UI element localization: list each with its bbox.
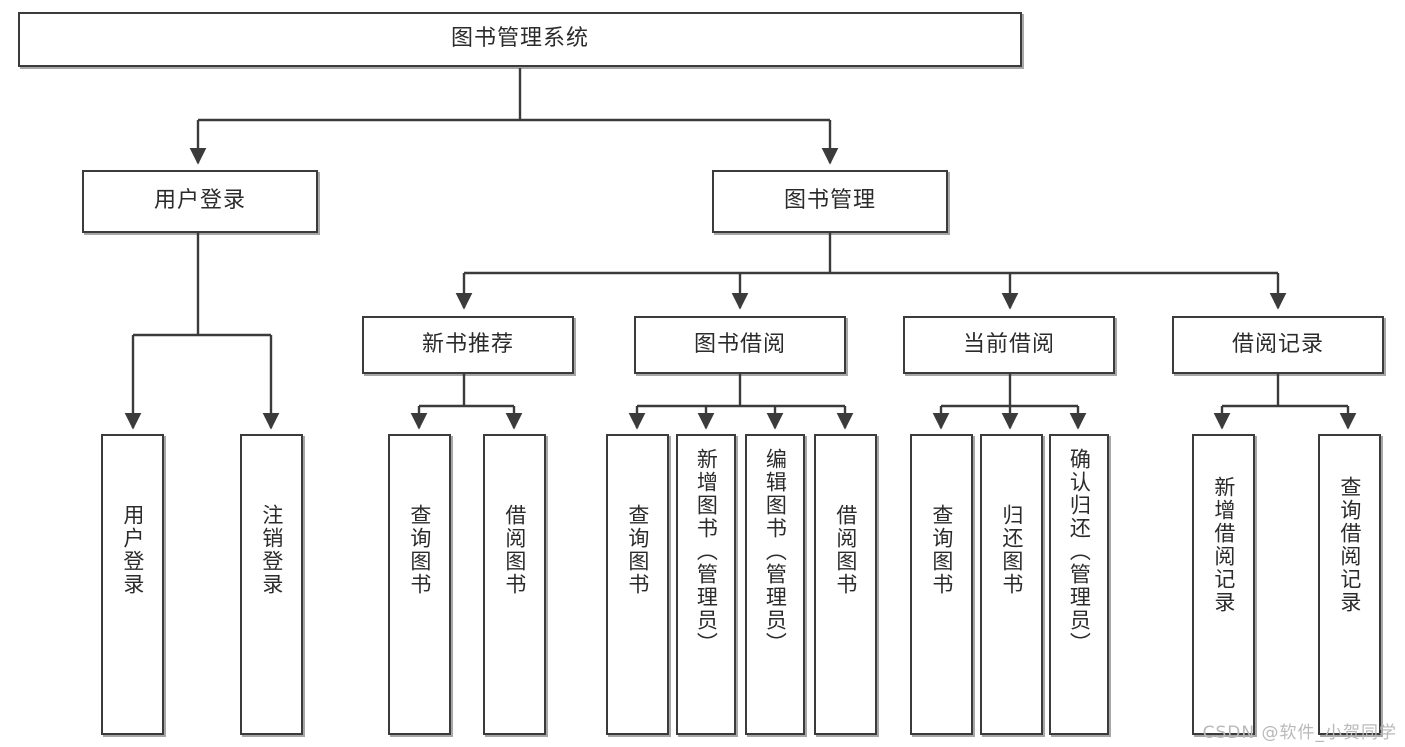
node-current-borrow[interactable]: 当前借阅: [903, 316, 1115, 374]
node-leaf-query-book-3-label: 查询图书: [929, 504, 954, 596]
node-leaf-return-book-label: 归还图书: [999, 504, 1024, 596]
node-leaf-query-book-1-label: 查询图书: [407, 504, 432, 596]
node-leaf-borrow-book-1[interactable]: 借阅图书: [483, 434, 546, 735]
node-book-borrow-label: 图书借阅: [693, 331, 786, 357]
node-leaf-query-record[interactable]: 查询借阅记录: [1318, 434, 1381, 735]
node-leaf-borrow-book-2-label: 借阅图书: [833, 504, 858, 596]
node-current-borrow-label: 当前借阅: [962, 331, 1055, 357]
node-user-login[interactable]: 用户登录: [82, 170, 318, 233]
node-leaf-add-record-label: 新增借阅记录: [1211, 476, 1236, 614]
node-leaf-query-record-label: 查询借阅记录: [1337, 476, 1362, 614]
node-leaf-borrow-book-1-label: 借阅图书: [502, 504, 527, 596]
node-leaf-add-book[interactable]: 新增图书（管理员）: [676, 434, 736, 735]
node-new-book-recommend[interactable]: 新书推荐: [362, 316, 574, 374]
node-leaf-query-book-2[interactable]: 查询图书: [606, 434, 669, 735]
node-book-borrow[interactable]: 图书借阅: [634, 316, 846, 374]
node-root-label: 图书管理系统: [450, 26, 589, 52]
node-leaf-logout-label: 注销登录: [259, 504, 284, 596]
watermark: CSDN @软件_小贺同学: [1202, 723, 1397, 743]
node-book-manage[interactable]: 图书管理: [712, 170, 948, 233]
node-borrow-record[interactable]: 借阅记录: [1172, 316, 1384, 374]
node-leaf-edit-book[interactable]: 编辑图书（管理员）: [745, 434, 805, 735]
node-leaf-logout[interactable]: 注销登录: [240, 434, 303, 735]
node-leaf-borrow-book-2[interactable]: 借阅图书: [814, 434, 877, 735]
node-leaf-add-book-label: 新增图书（管理员）: [694, 448, 719, 655]
node-root[interactable]: 图书管理系统: [18, 12, 1022, 67]
node-leaf-query-book-3[interactable]: 查询图书: [910, 434, 973, 735]
node-leaf-query-book-1[interactable]: 查询图书: [388, 434, 451, 735]
node-leaf-add-record[interactable]: 新增借阅记录: [1192, 434, 1255, 735]
node-borrow-record-label: 借阅记录: [1231, 331, 1324, 357]
node-leaf-return-book[interactable]: 归还图书: [980, 434, 1043, 735]
node-leaf-confirm-return[interactable]: 确认归还（管理员）: [1049, 434, 1109, 735]
node-user-login-label: 用户登录: [153, 188, 246, 214]
node-leaf-query-book-2-label: 查询图书: [625, 504, 650, 596]
node-leaf-user-login-label: 用户登录: [120, 504, 145, 596]
node-leaf-confirm-return-label: 确认归还（管理员）: [1067, 448, 1092, 655]
node-leaf-edit-book-label: 编辑图书（管理员）: [763, 448, 788, 655]
node-book-manage-label: 图书管理: [783, 188, 876, 214]
node-leaf-user-login[interactable]: 用户登录: [101, 434, 164, 735]
node-new-book-recommend-label: 新书推荐: [421, 331, 514, 357]
